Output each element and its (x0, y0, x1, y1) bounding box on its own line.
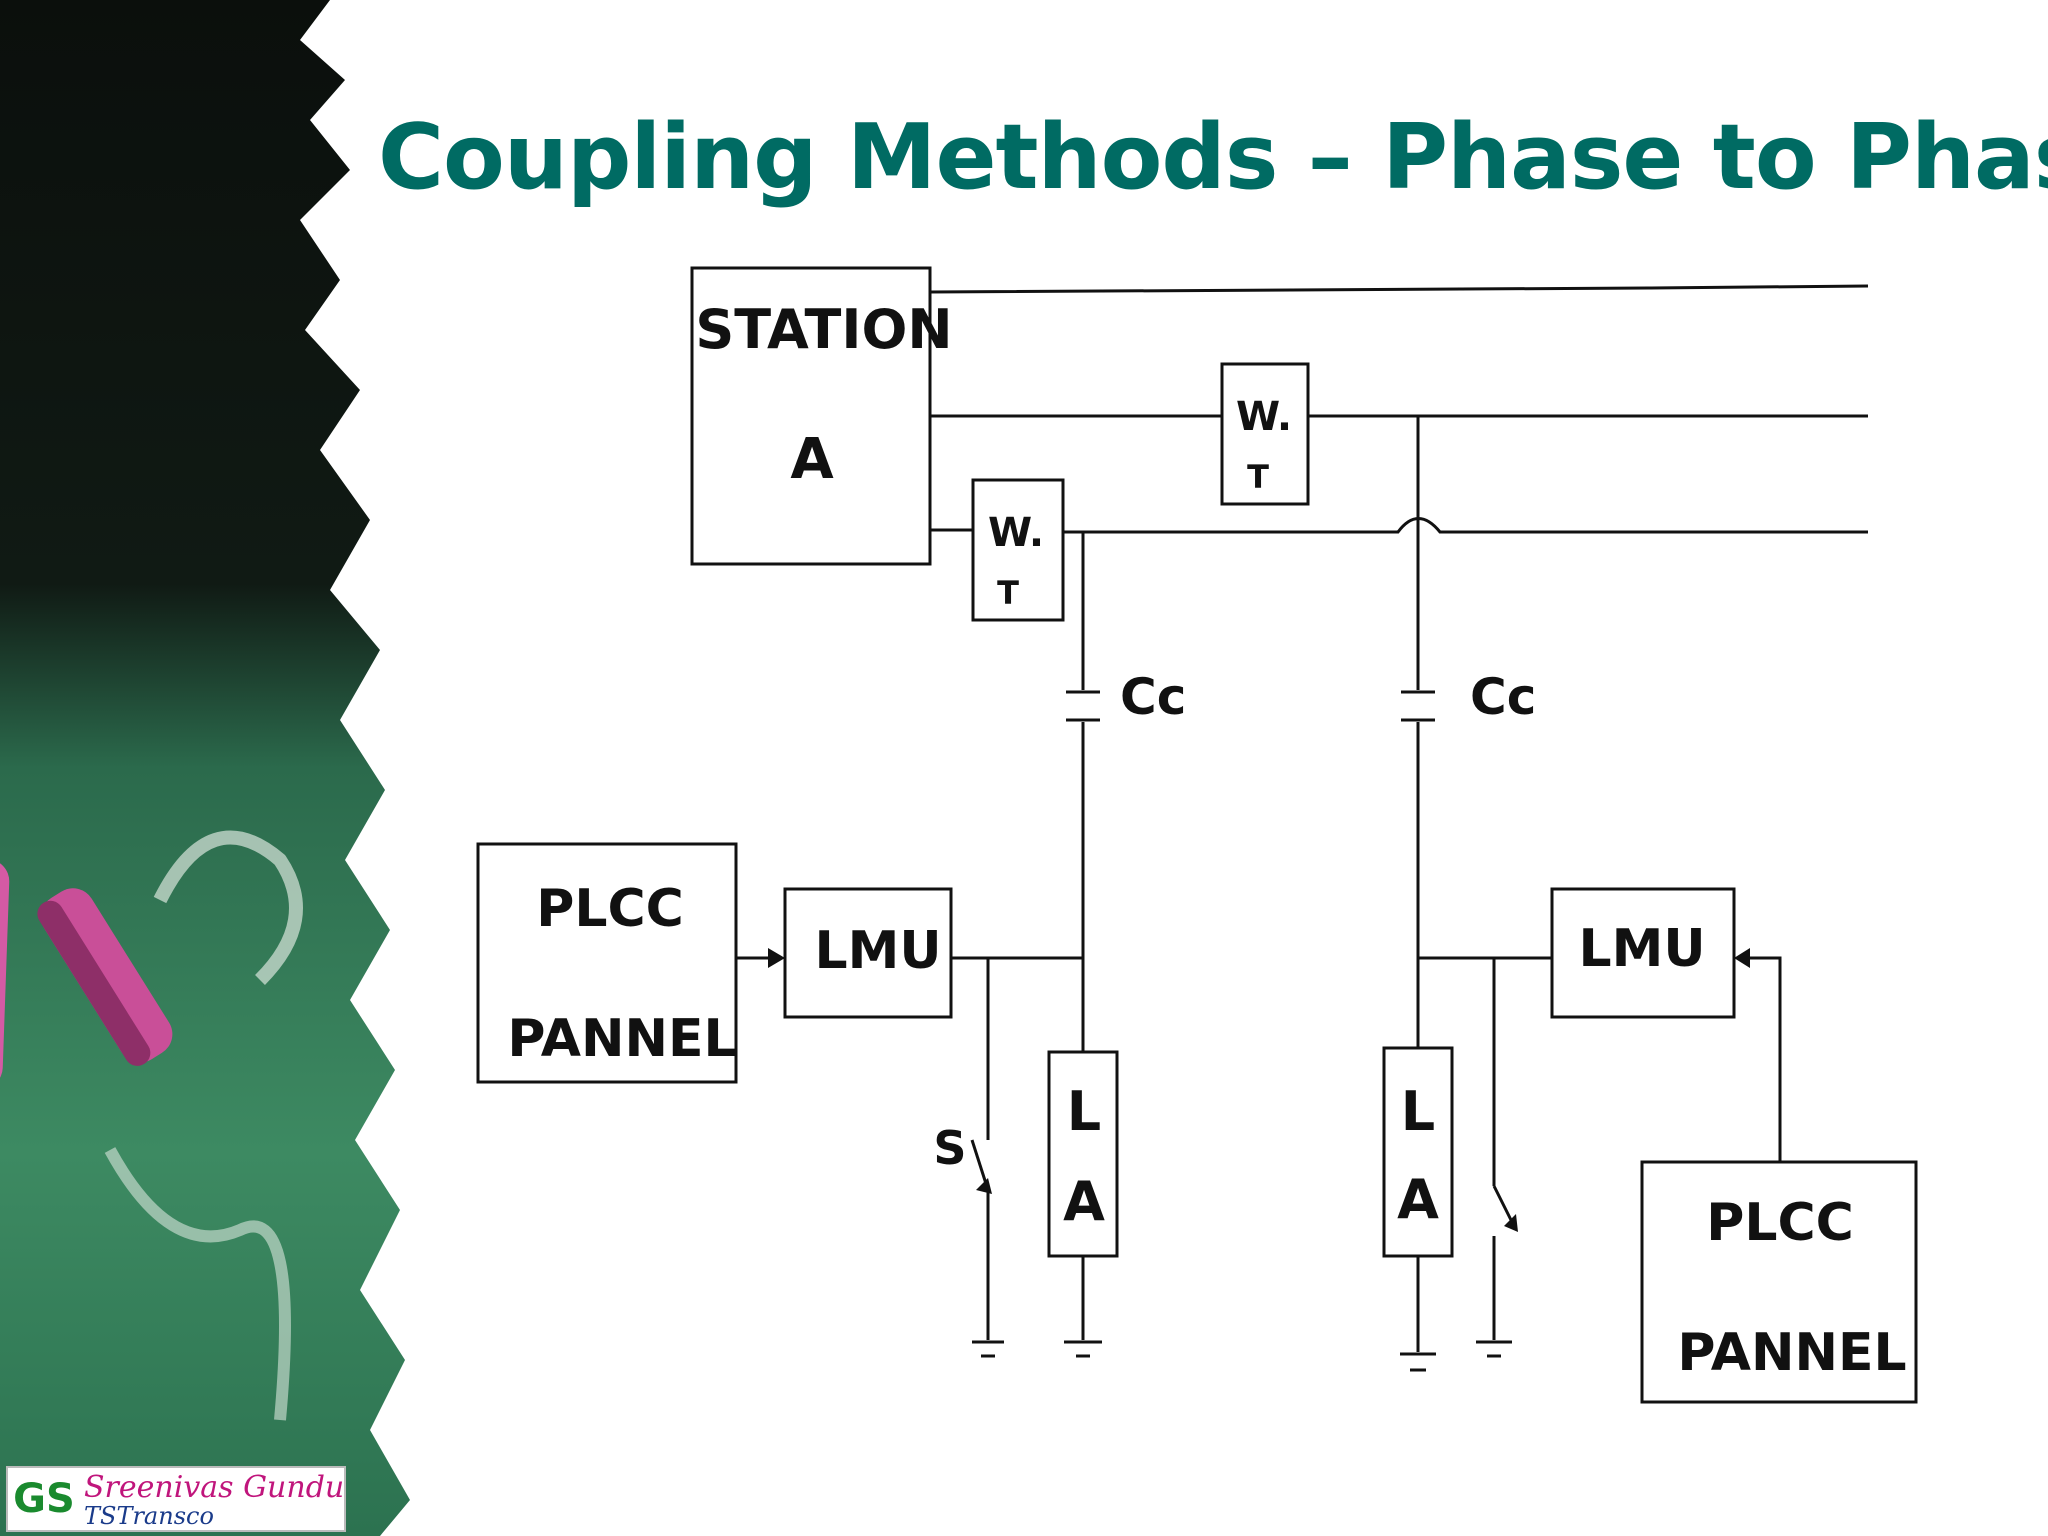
left-coupling-capacitor (1066, 690, 1100, 722)
right-arrester-label-1: L (1401, 1080, 1435, 1143)
right-lmu-box (1550, 887, 1736, 1019)
right-arrester-ground (1400, 1352, 1436, 1372)
right-capacitor-label: Cc (1470, 668, 1536, 726)
right-switch-arrowhead (1504, 1214, 1518, 1232)
station-a-box (690, 266, 932, 566)
chalkboard-shape (0, 0, 410, 1536)
right-plcc-label-2: PANNEL (1677, 1323, 1906, 1383)
wave-trap-upper (1220, 362, 1310, 506)
chalk-stroke (153, 830, 303, 985)
left-lmu-label: LMU (814, 921, 941, 981)
logo-initials: GS (13, 1476, 75, 1522)
left-arrester-label-2: A (1063, 1170, 1105, 1233)
wave-trap-lower-label-2: T (997, 574, 1019, 612)
right-lmu-label: LMU (1578, 919, 1705, 979)
phase-line-3b (1063, 517, 1868, 534)
author-logo: GS Sreenivas Gundu TSTransco (6, 1466, 346, 1532)
right-lightning-arrester-box (1382, 1046, 1454, 1258)
chalk-stick-pink (37, 888, 173, 1066)
left-switch-label: S (933, 1121, 966, 1175)
slide-title: Coupling Methods – Phase to Phase (378, 105, 2048, 210)
wave-trap-upper-label-1: W. (1236, 394, 1292, 440)
right-plcc-arrow-line (1742, 956, 1782, 1162)
left-switch-ground (972, 1340, 1004, 1358)
left-lmu-box (783, 887, 953, 1019)
left-arrester-ground (1064, 1340, 1102, 1358)
wave-trap-lower-label-1: W. (988, 510, 1044, 556)
phase-line-1 (929, 284, 1869, 294)
left-plcc-label-1: PLCC (536, 879, 684, 939)
logo-organization: TSTransco (84, 1502, 214, 1530)
station-label-line1: STATION (695, 298, 952, 361)
logo-author-name: Sreenivas Gundu (84, 1470, 345, 1505)
left-plcc-panel-box (476, 842, 738, 1084)
right-plcc-arrowhead (1734, 948, 1750, 968)
station-label-line2: A (790, 427, 834, 492)
right-coupling-capacitor (1401, 690, 1435, 722)
left-switch-arrowhead (976, 1178, 992, 1194)
right-arrester-label-2: A (1397, 1168, 1439, 1231)
right-switch-ground (1476, 1340, 1512, 1358)
right-plcc-label-1: PLCC (1706, 1193, 1854, 1253)
wave-trap-lower (971, 478, 1065, 622)
right-switch-blade (1492, 1185, 1514, 1223)
left-capacitor-label: Cc (1120, 668, 1186, 726)
left-arrester-label-1: L (1067, 1080, 1101, 1143)
left-plcc-arrowhead (768, 948, 785, 968)
left-plcc-label-2: PANNEL (507, 1009, 736, 1069)
chalk-stroke (104, 1147, 291, 1421)
wave-trap-upper-label-2: T (1247, 458, 1269, 496)
